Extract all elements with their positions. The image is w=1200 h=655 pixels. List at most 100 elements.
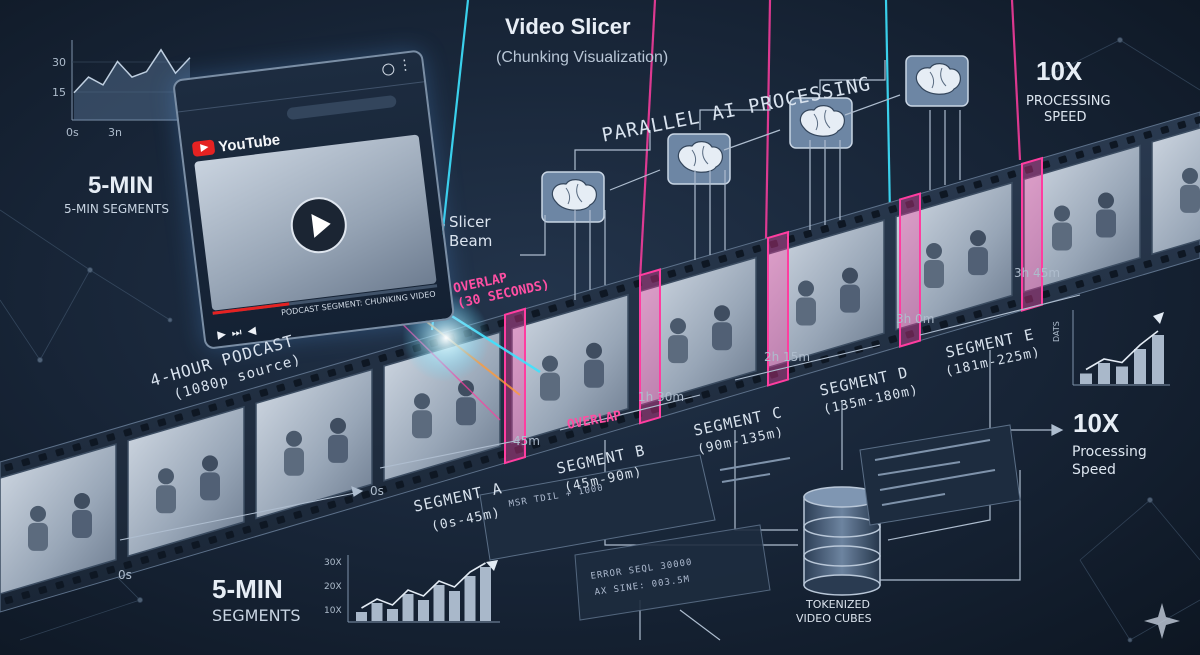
person-body	[540, 372, 560, 401]
sprocket-hole	[344, 495, 354, 504]
sprocket-hole	[888, 335, 898, 344]
sprocket-hole	[21, 457, 31, 467]
sprocket-hole	[650, 274, 660, 283]
sprocket-hole	[956, 185, 966, 194]
mini-bot-ytick-30x: 30X	[324, 558, 342, 568]
person-body	[200, 472, 220, 501]
film-frame	[1151, 127, 1200, 256]
person-head	[1098, 192, 1114, 209]
bottom-segments-label: SEGMENTS	[212, 606, 301, 625]
overlap-band	[639, 268, 661, 425]
sprocket-hole	[854, 215, 864, 224]
sprocket-hole	[1109, 269, 1119, 279]
sprocket-hole	[514, 445, 524, 454]
sprocket-hole	[650, 405, 660, 414]
sprocket-hole	[1194, 244, 1200, 254]
sprocket-hole	[72, 443, 82, 452]
sprocket-hole	[769, 239, 779, 249]
mini-bot-ytick-10x: 10X	[324, 606, 342, 616]
film-frame	[511, 293, 629, 444]
sprocket-hole	[174, 413, 184, 422]
sprocket-hole	[140, 423, 150, 432]
player-controls[interactable]: ▶⏭◀	[217, 323, 263, 342]
person-body	[328, 434, 348, 463]
volume-icon[interactable]: ◀	[246, 322, 263, 338]
sprocket-hole	[208, 535, 218, 544]
database-cubes-icon	[803, 486, 881, 596]
mini-right-ylabel: DATS	[1052, 321, 1061, 342]
sprocket-hole	[667, 269, 677, 278]
bottom-five-min-heading: 5-MIN	[212, 574, 283, 604]
play-button[interactable]	[287, 193, 350, 257]
sprocket-hole	[803, 229, 813, 239]
person-body	[840, 284, 860, 313]
mini-top-xtick-0s: 0s	[66, 126, 79, 139]
overlap-markers	[504, 156, 1043, 465]
five-min-segments-label: 5-MIN SEGMENTS	[64, 202, 170, 216]
sprocket-hole	[514, 314, 524, 323]
sprocket-hole	[157, 418, 167, 427]
sprocket-hole	[684, 264, 694, 273]
person-head	[586, 342, 602, 359]
sprocket-hole	[157, 550, 167, 560]
sprocket-hole	[106, 565, 116, 575]
processing-speed-top-1: PROCESSING	[1026, 94, 1111, 109]
sprocket-holes-top	[4, 115, 1200, 472]
timeline-tick-3h0: 3h 0m	[896, 312, 935, 326]
sprocket-hole	[208, 403, 218, 412]
sprocket-hole	[1058, 155, 1068, 164]
page-title: Video Slicer	[505, 14, 631, 39]
sprocket-hole	[1143, 130, 1153, 139]
person-head	[158, 468, 174, 485]
sprocket-hole	[463, 460, 473, 469]
mini-chart-right-bar	[1080, 373, 1092, 384]
person-body	[1096, 209, 1116, 238]
person-body	[1180, 184, 1200, 213]
sprocket-hole	[837, 219, 847, 229]
sprocket-hole	[446, 465, 456, 474]
sprocket-hole	[89, 438, 99, 447]
sprocket-hole	[55, 448, 65, 457]
sprocket-hole	[1126, 264, 1136, 274]
person-body	[28, 522, 48, 551]
video-frame[interactable]	[194, 134, 437, 311]
person-head	[542, 355, 558, 372]
sprocket-hole	[1092, 145, 1102, 154]
sprocket-hole	[582, 425, 592, 434]
overlap-band	[767, 230, 789, 387]
person-head	[842, 267, 858, 284]
person-body	[924, 260, 944, 289]
sprocket-hole	[174, 545, 184, 555]
timeline-tick-2h15: 2h 15m	[764, 350, 811, 364]
sprocket-hole	[990, 175, 1000, 184]
sprocket-hole	[1041, 160, 1051, 169]
sprocket-hole	[89, 570, 99, 580]
mini-chart-bottom-bar	[464, 576, 476, 621]
sprocket-hole	[973, 310, 983, 319]
sprocket-hole	[616, 415, 626, 424]
sprocket-hole	[854, 345, 864, 354]
brain-folds	[929, 67, 947, 89]
sprocket-hole	[1177, 249, 1187, 259]
sprocket-hole	[1024, 165, 1034, 174]
sprocket-hole	[922, 325, 932, 334]
mini-chart-bottom-bar	[433, 585, 445, 621]
sprocket-hole	[1177, 120, 1187, 130]
sprocket-hole	[361, 358, 371, 368]
more-options-icon[interactable]: ⋮	[397, 56, 413, 75]
address-bar[interactable]	[286, 94, 397, 121]
sprocket-hole	[276, 383, 286, 392]
slicer-beam-label-2: Beam	[449, 232, 493, 250]
timeline-tick-45m: 45m	[513, 434, 540, 448]
mini-chart-bottom-bar	[356, 612, 367, 621]
sprocket-hole	[599, 289, 609, 298]
sprocket-hole	[21, 590, 31, 600]
person-head	[1054, 205, 1070, 222]
person-body	[968, 247, 988, 276]
mini-chart-right-bar	[1152, 335, 1164, 384]
sprocket-hole	[38, 585, 48, 595]
sprocket-hole	[582, 294, 592, 303]
person-head	[330, 417, 346, 434]
sprocket-hole	[378, 353, 388, 363]
